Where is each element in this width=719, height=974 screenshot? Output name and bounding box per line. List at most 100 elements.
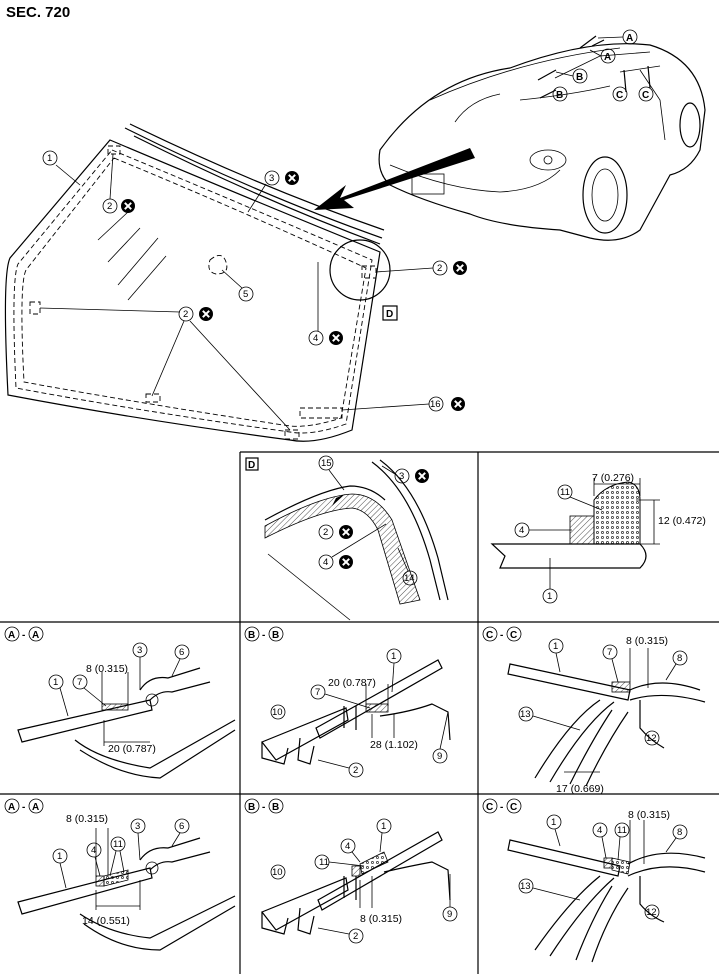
- callout-label: -: [262, 630, 265, 641]
- callout-label: A: [8, 802, 15, 813]
- callout-label: 10: [272, 867, 283, 878]
- callout-label: 1: [57, 851, 62, 862]
- section-title-b-b: B - B: [244, 626, 284, 642]
- callout-label: 7: [315, 687, 320, 698]
- section-c-c-1: C - C 1 7 8 13 12 8 (0.315) 17 (0.669): [482, 626, 706, 795]
- callout-label: 10: [272, 707, 283, 718]
- callout-label: 2: [107, 201, 112, 212]
- callout-label: 7: [77, 677, 82, 688]
- do-not-reuse-icon: [414, 468, 430, 484]
- callout-label: C: [510, 630, 517, 641]
- section-c-c-2: C - C 1 4 11 8 13 12 8 (0.315): [482, 798, 706, 963]
- callout-label: 9: [447, 909, 452, 920]
- callout-label: 2: [323, 527, 328, 538]
- callout-label: 1: [391, 651, 396, 662]
- callout-label: 12: [646, 733, 657, 744]
- callout-label: 4: [597, 825, 602, 836]
- callout-label: A: [32, 630, 39, 641]
- callout-label: C: [486, 630, 493, 641]
- detail-d-title: D: [248, 460, 255, 471]
- section-title-b-b: B - B: [244, 798, 284, 814]
- callout-label: 2: [437, 263, 442, 274]
- callout-label: 1: [381, 821, 386, 832]
- callout-label: 4: [91, 845, 96, 856]
- callout-label: 8 (0.315): [86, 663, 128, 675]
- callout-label: 1: [53, 677, 58, 688]
- callout-label: -: [500, 802, 503, 813]
- windshield-glass: [4, 139, 381, 442]
- callout-label: 3: [399, 471, 404, 482]
- callout-label: 16: [430, 399, 441, 410]
- callout-label: 13: [520, 881, 531, 892]
- section-title-c-c: C - C: [482, 626, 522, 642]
- bead-width-dim: 7 (0.276): [592, 472, 634, 484]
- glass-label: 1: [47, 153, 52, 164]
- callout-label: 11: [113, 839, 123, 850]
- callout-label: 8 (0.315): [66, 813, 108, 825]
- callout-label: 1: [551, 817, 556, 828]
- callout-label: B: [248, 630, 255, 641]
- callout-label: -: [262, 802, 265, 813]
- callout-label: 11: [617, 825, 627, 836]
- section-title: SEC. 720: [6, 4, 71, 21]
- callout-label: -: [22, 630, 25, 641]
- section-b-b-1: B - B 1 7 10 2 9 20 (0.787) 28 (1.102): [244, 626, 451, 778]
- callout-label: A: [626, 33, 633, 44]
- callout-label: 20 (0.787): [108, 743, 156, 755]
- direction-arrow-icon: [314, 148, 475, 210]
- callout-label: 6: [179, 647, 184, 658]
- callout-label: 2: [353, 765, 358, 776]
- callout-label: -: [500, 630, 503, 641]
- do-not-reuse-icon: [328, 330, 344, 346]
- car-section-markers: A A B B C C: [537, 29, 661, 102]
- callout-label: A: [8, 630, 15, 641]
- callout-label: 28 (1.102): [370, 739, 418, 751]
- top-labels: 1 2 3 5 2 2 4 16: [39, 150, 468, 431]
- callout-label: A: [604, 52, 611, 63]
- callout-label: 4: [323, 557, 328, 568]
- section-a-a-1: A - A 1 7 3 6 8 (0.315) 20 (0.787): [4, 626, 236, 779]
- callout-label: B: [556, 90, 563, 101]
- callout-label: B: [272, 630, 279, 641]
- callout-label: 14: [404, 573, 415, 584]
- do-not-reuse-icon: [198, 306, 214, 322]
- section-title-a-a: A - A: [4, 798, 44, 814]
- section-b-b-2: B - B 1 4 11 10 2 9 8 (0.315): [244, 798, 458, 944]
- callout-label: 9: [437, 751, 442, 762]
- callout-label: 14 (0.551): [82, 915, 130, 927]
- callout-label: 3: [269, 173, 274, 184]
- callout-label: 8 (0.315): [360, 913, 402, 925]
- detail-ref-label: D: [386, 309, 393, 320]
- callout-label: 20 (0.787): [328, 677, 376, 689]
- callout-label: 7: [607, 647, 612, 658]
- callout-label: 8 (0.315): [628, 809, 670, 821]
- do-not-reuse-icon: [284, 170, 300, 186]
- callout-label: 8: [677, 827, 682, 838]
- callout-label: 11: [319, 857, 329, 868]
- callout-label: 4: [519, 525, 524, 536]
- section-a-a-2: A - A 1 4 11 3 6 8 (0.315) 14 (0.551): [4, 798, 236, 951]
- callout-label: 13: [520, 709, 531, 720]
- do-not-reuse-icon: [338, 524, 354, 540]
- do-not-reuse-icon: [450, 396, 466, 412]
- callout-label: 11: [560, 487, 570, 498]
- do-not-reuse-icon: [452, 260, 468, 276]
- callout-label: C: [486, 802, 493, 813]
- callout-label: 1: [553, 641, 558, 652]
- callout-label: B: [576, 72, 583, 83]
- do-not-reuse-icon: [120, 198, 136, 214]
- callout-label: 3: [135, 821, 140, 832]
- callout-label: 3: [137, 645, 142, 656]
- urethane-bead-panel: 7 (0.276) 12 (0.472) 11 4 1: [490, 472, 706, 604]
- callout-label: 4: [313, 333, 318, 344]
- car-illustration: [378, 43, 706, 241]
- callout-label: A: [32, 802, 39, 813]
- callout-label: 15: [321, 458, 332, 469]
- callout-label: B: [248, 802, 255, 813]
- callout-label: 8 (0.315): [626, 635, 668, 647]
- callout-label: C: [642, 90, 649, 101]
- callout-label: B: [272, 802, 279, 813]
- callout-label: C: [510, 802, 517, 813]
- detail-d-panel: D 15 3 2 4 14: [245, 455, 449, 621]
